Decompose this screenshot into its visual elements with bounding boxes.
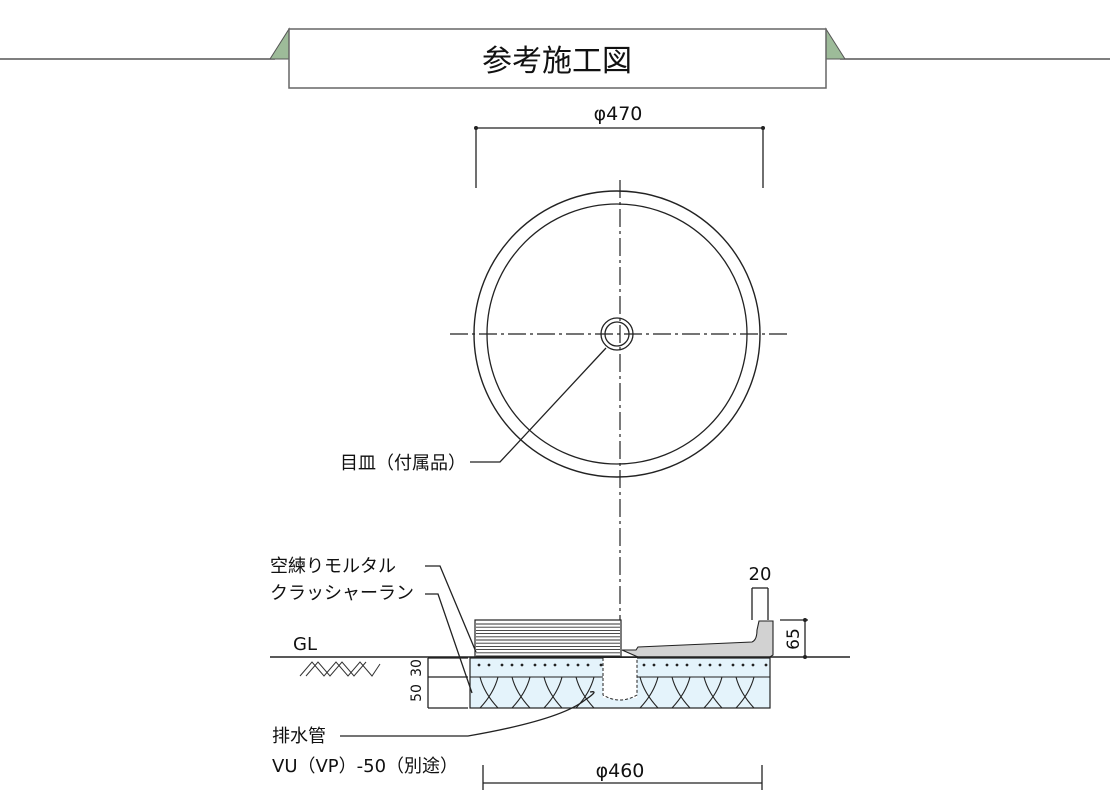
dimension-tick [474, 126, 478, 130]
height-label: 65 [784, 628, 804, 650]
aggregate-dot [652, 663, 656, 667]
aggregate-dot [500, 663, 504, 667]
aggregate-dot [764, 663, 768, 667]
hatch-mark [735, 676, 755, 709]
drain-pipe-spec: VU（VP）-50（別途） [272, 756, 458, 777]
aggregate-dot [533, 663, 537, 667]
hatch-mark [703, 676, 723, 709]
hatch-mark [639, 676, 659, 709]
aggregate-dot [685, 663, 689, 667]
dimension-tick [803, 618, 807, 622]
aggregate-dot [553, 663, 557, 667]
aggregate-dot [665, 663, 669, 667]
drain-pipe [602, 658, 638, 701]
aggregate-dot [487, 663, 491, 667]
title-box [288, 28, 827, 89]
aggregate-dot [520, 663, 524, 667]
dimension-tick [803, 655, 807, 659]
title-ribbon: 参考施工図 [0, 27, 1110, 89]
aggregate-dot [642, 663, 646, 667]
crusher-run-label: クラッシャーラン [270, 583, 414, 604]
aggregate-dot [741, 663, 745, 667]
crusher-run-hatch [479, 676, 755, 709]
drain-pipe-label: 排水管 [272, 726, 326, 747]
drain-plate-label: 目皿（付属品） [340, 453, 466, 474]
aggregate-dot [576, 663, 580, 667]
aggregate-dot [543, 663, 547, 667]
crusher-run-leader [425, 593, 473, 694]
aggregate-dot [510, 663, 514, 667]
hatch-mark [543, 676, 563, 709]
page-title: 参考施工図 [482, 44, 632, 79]
plan-view: φ470 目皿（付属品） [340, 103, 790, 657]
hatch-mark [479, 676, 499, 709]
aggregate-dot [751, 663, 755, 667]
aggregate-dot [675, 663, 679, 667]
drain-plate-leader [470, 347, 607, 463]
aggregate-dot [708, 663, 712, 667]
hatch-mark [511, 676, 531, 709]
dimension-tick [761, 126, 765, 130]
gl-label: GL [293, 634, 317, 655]
aggregate-dot [586, 663, 590, 667]
crusher-thickness-label: 50 [409, 684, 425, 702]
aggregate-dot [698, 663, 702, 667]
aggregate-dot [731, 663, 735, 667]
aggregate-dot [566, 663, 570, 667]
ribbon-fold-left [269, 27, 290, 60]
aggregate-dot [477, 663, 481, 667]
aggregate-dot [599, 663, 603, 667]
stone-layers [476, 623, 620, 657]
stacked-stone-wall [474, 619, 622, 658]
mortar-label: 空練りモルタル [270, 556, 396, 577]
hatch-mark [575, 676, 595, 709]
ribbon-fold-right [825, 27, 846, 60]
base-diameter-label: φ460 [596, 760, 645, 782]
rim-width-label: 20 [749, 564, 772, 585]
mortar-leader [425, 565, 477, 653]
aggregate-dot [718, 663, 722, 667]
earth-hatch-icon [299, 661, 381, 677]
mortar-aggregate-dots [477, 663, 768, 667]
hatch-mark [671, 676, 691, 709]
mortar-thickness-label: 30 [409, 659, 425, 677]
diameter-470-label: φ470 [594, 103, 643, 125]
section-view: GL 20 65 30 50 空練りモルタル クラッシャーラン 排水管 VU（V… [270, 556, 850, 790]
basin-cross-section [621, 620, 774, 658]
drain-pipe-leader [340, 691, 595, 737]
